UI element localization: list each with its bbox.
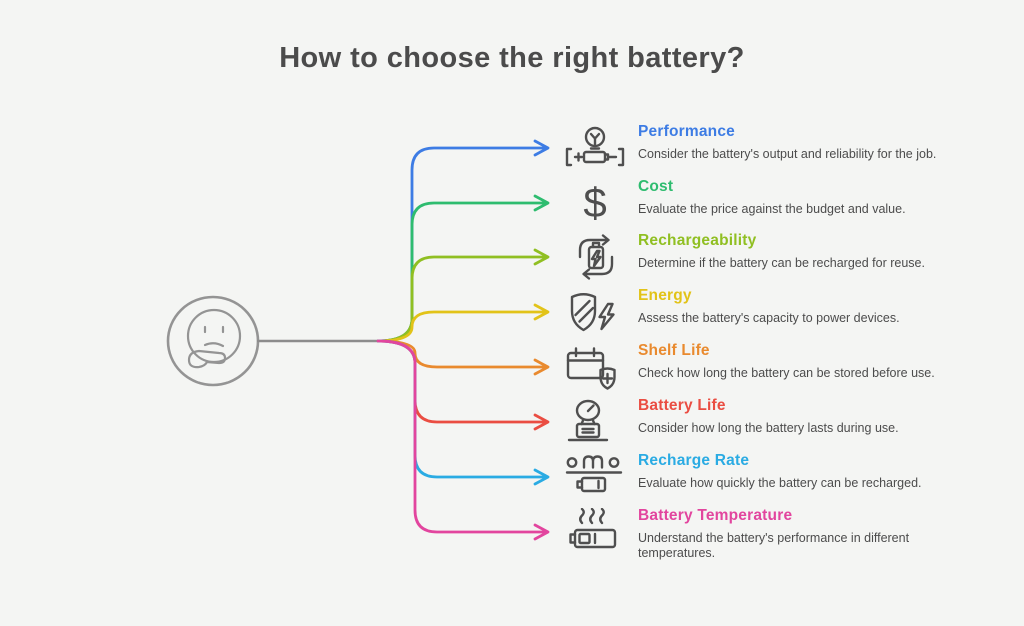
branch-description: Understand the battery's performance in … bbox=[638, 531, 910, 560]
branch-label: Battery Life bbox=[638, 397, 726, 414]
branch-row-battery-life: Battery Life Consider how long the batte… bbox=[552, 396, 960, 448]
branch-label: Battery Temperature bbox=[638, 507, 793, 524]
branch-row-shelf-life: Shelf Life Check how long the battery ca… bbox=[552, 341, 960, 393]
branch-row-cost: $ Cost Evaluate the price against the bu… bbox=[552, 177, 960, 229]
branch-arrow-recharge-rate bbox=[376, 339, 550, 486]
branch-row-recharge-rate: Recharge Rate Evaluate how quickly the b… bbox=[552, 451, 960, 503]
thinking-face-icon bbox=[186, 308, 242, 369]
branch-description: Evaluate the price against the budget an… bbox=[638, 202, 906, 216]
branch-row-energy: Energy Assess the battery's capacity to … bbox=[552, 286, 960, 338]
branch-arrow-battery-life bbox=[376, 339, 550, 431]
page-title: How to choose the right battery? bbox=[279, 42, 745, 74]
branch-label: Energy bbox=[638, 287, 692, 304]
branch-arrow-cost bbox=[376, 194, 550, 343]
branch-arrow-rechargeability bbox=[376, 248, 550, 343]
branch-arrow-energy bbox=[376, 303, 550, 343]
branch-description: Determine if the battery can be recharge… bbox=[638, 256, 925, 270]
branch-description: Consider how long the battery lasts duri… bbox=[638, 421, 899, 435]
branch-row-battery-temperature: Battery Temperature Understand the batte… bbox=[552, 506, 960, 560]
gauge-battery-icon bbox=[552, 396, 638, 448]
battery-meter-icon bbox=[552, 451, 638, 503]
branch-label: Performance bbox=[638, 123, 735, 140]
branch-description: Check how long the battery can be stored… bbox=[638, 366, 935, 380]
branch-label: Recharge Rate bbox=[638, 452, 750, 469]
branch-description: Assess the battery's capacity to power d… bbox=[638, 311, 900, 325]
battery-heat-icon bbox=[552, 506, 638, 558]
branch-description: Evaluate how quickly the battery can be … bbox=[638, 476, 922, 490]
branch-label: Shelf Life bbox=[638, 342, 710, 359]
branch-arrow-battery-temperature bbox=[376, 339, 550, 541]
calendar-shield-icon bbox=[552, 341, 638, 393]
shield-bolt-icon bbox=[552, 286, 638, 338]
svg-text:$: $ bbox=[583, 179, 606, 226]
branch-row-performance: Performance Consider the battery's outpu… bbox=[552, 122, 960, 174]
branch-row-rechargeability: Rechargeability Determine if the battery… bbox=[552, 231, 960, 283]
battery-recycle-icon bbox=[552, 231, 638, 283]
branch-description: Consider the battery's output and reliab… bbox=[638, 147, 937, 161]
branch-label: Cost bbox=[638, 178, 674, 195]
bulb-battery-icon bbox=[552, 122, 638, 174]
dollar-icon: $ bbox=[552, 177, 638, 229]
branch-label: Rechargeability bbox=[638, 232, 757, 249]
